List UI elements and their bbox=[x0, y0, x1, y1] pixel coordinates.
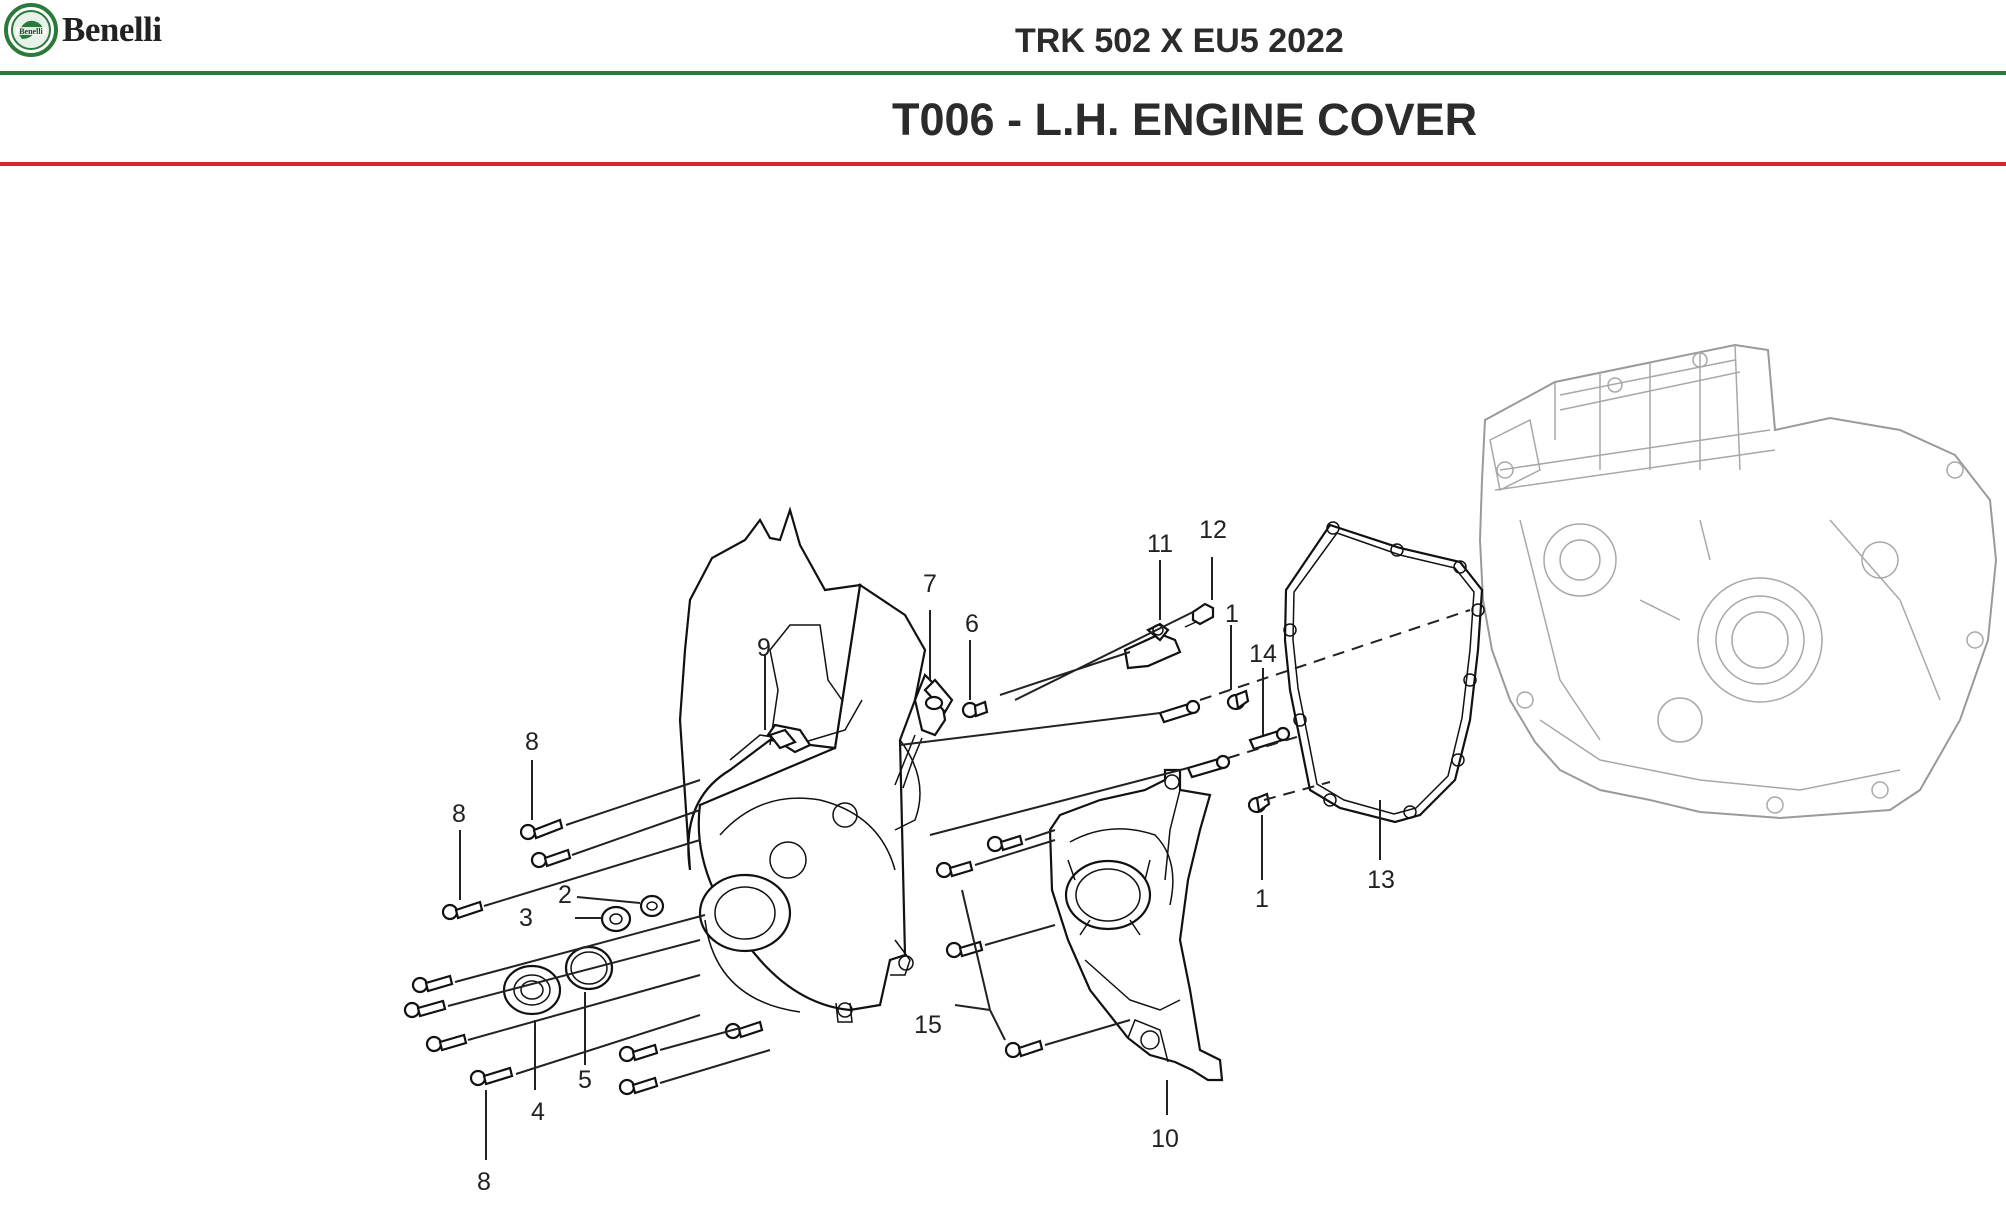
callout-7: 7 bbox=[923, 570, 937, 598]
bolt-14b bbox=[1186, 754, 1231, 779]
gasket-13 bbox=[1283, 521, 1485, 824]
callout-13: 13 bbox=[1367, 866, 1395, 894]
assembly-axis-lines bbox=[447, 609, 1471, 1084]
bolt-8f bbox=[425, 1033, 468, 1053]
benelli-lion-emblem-icon: Benelli bbox=[4, 3, 58, 57]
oil-seal-4 bbox=[502, 964, 562, 1016]
bolt-15a bbox=[935, 860, 974, 879]
callout-8-bottom: 8 bbox=[477, 1168, 491, 1196]
section-title: T006 - L.H. ENGINE COVER bbox=[892, 94, 1478, 145]
callout-14: 14 bbox=[1249, 640, 1277, 668]
callout-15: 15 bbox=[914, 1011, 942, 1039]
bolt-8b bbox=[530, 848, 572, 869]
callout-9: 9 bbox=[757, 634, 771, 662]
bolt-center-3 bbox=[724, 1020, 764, 1040]
callout-4: 4 bbox=[531, 1098, 545, 1126]
brand-logo: Benelli Benelli bbox=[4, 2, 162, 58]
dowel-1b bbox=[1247, 792, 1271, 814]
bolt-14a bbox=[1158, 699, 1201, 724]
bolt-8g bbox=[469, 1066, 514, 1087]
sprocket-cover-10 bbox=[1048, 768, 1224, 1082]
clamp-11 bbox=[1123, 622, 1182, 670]
svg-text:Benelli: Benelli bbox=[19, 27, 43, 36]
callout-11: 11 bbox=[1147, 530, 1173, 558]
callout-10: 10 bbox=[1151, 1125, 1179, 1153]
callout-labels: 1 1 2 3 4 5 6 7 8 8 8 8 9 10 11 12 13 14… bbox=[452, 516, 1395, 1196]
crankcase-illustration bbox=[1478, 343, 1998, 820]
model-title: TRK 502 X EU5 2022 bbox=[1015, 22, 1344, 60]
callout-2: 2 bbox=[558, 881, 572, 909]
dowel-1a bbox=[1226, 689, 1250, 711]
o-ring-5 bbox=[564, 945, 614, 991]
header-divider-green bbox=[0, 71, 2006, 75]
bolt-center-1 bbox=[618, 1043, 659, 1063]
screw-12 bbox=[1184, 602, 1215, 628]
callout-leaders bbox=[459, 557, 1381, 1160]
washer-3 bbox=[600, 905, 632, 933]
bolt-8c bbox=[441, 900, 484, 921]
sensor-7 bbox=[894, 673, 954, 789]
callout-6: 6 bbox=[965, 610, 979, 638]
callout-8-top: 8 bbox=[525, 728, 539, 756]
bolt-14c bbox=[1248, 726, 1291, 751]
callout-8-left: 8 bbox=[452, 800, 466, 828]
engine-cover-9 bbox=[678, 506, 927, 1023]
bolt-15d bbox=[1004, 1039, 1044, 1059]
bolt-6 bbox=[961, 700, 989, 719]
callout-1-upper: 1 bbox=[1225, 600, 1239, 628]
callout-3: 3 bbox=[519, 904, 533, 932]
callout-12: 12 bbox=[1199, 516, 1227, 544]
brand-name: Benelli bbox=[62, 10, 162, 49]
bolt-15b bbox=[986, 834, 1024, 853]
bolt-8a bbox=[519, 818, 564, 841]
bolt-set bbox=[403, 689, 1291, 1096]
bolt-8d bbox=[411, 974, 454, 994]
seal-2 bbox=[639, 894, 665, 918]
bolt-center-2 bbox=[618, 1076, 659, 1096]
bolt-8e bbox=[403, 999, 447, 1019]
callout-5: 5 bbox=[578, 1066, 592, 1094]
bolt-15c bbox=[945, 940, 984, 959]
callout-1-lower: 1 bbox=[1255, 885, 1269, 913]
header-divider-red bbox=[0, 162, 2006, 166]
